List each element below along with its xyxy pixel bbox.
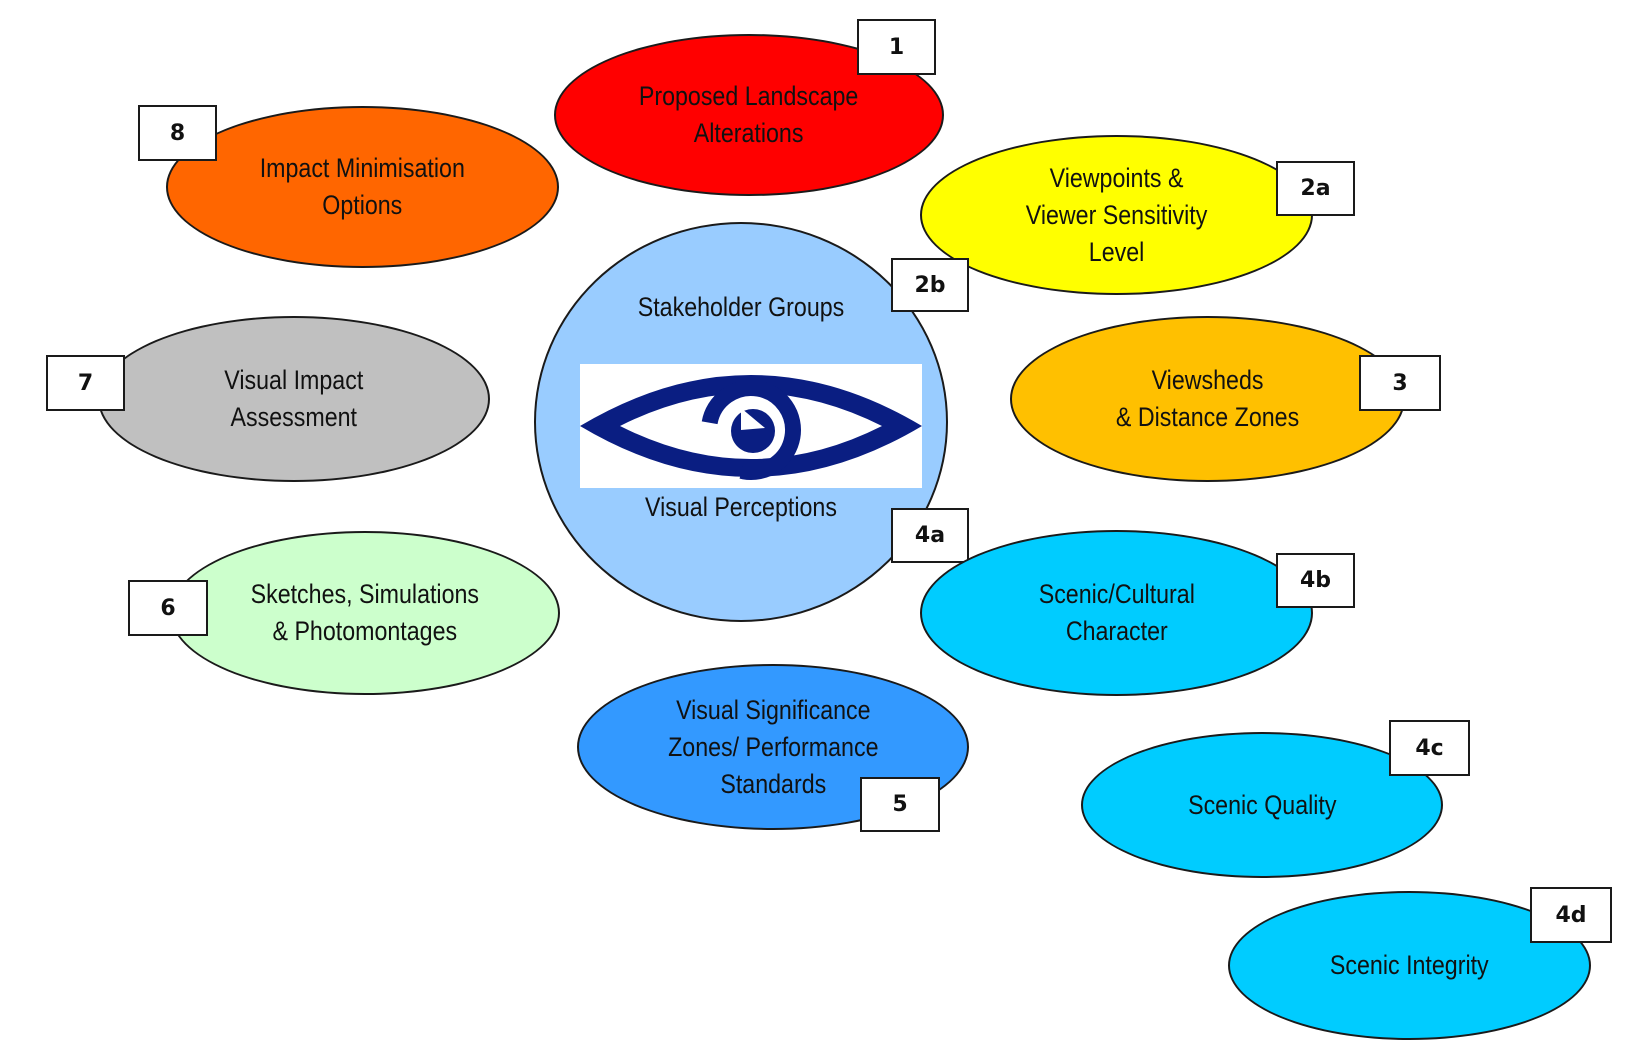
centre-title: Stakeholder Groups (637, 292, 845, 322)
number-box-2b: 2b (891, 258, 969, 312)
node-label: Scenic Quality (1187, 789, 1337, 820)
node-label: Visual Significance Zones/ Performance S… (667, 694, 879, 799)
number-box-4a: 4a (891, 508, 969, 563)
number-box-7: 7 (46, 355, 125, 411)
node-scenic-cultural-character: Scenic/Cultural Character (920, 530, 1313, 696)
number-box-1: 1 (857, 19, 936, 75)
eye-icon-graphic (580, 375, 922, 480)
node-label: Viewsheds & Distance Zones (1115, 365, 1300, 432)
node-impact-minimisation-options: Impact Minimisation Options (166, 106, 559, 268)
node-visual-impact-assessment: Visual Impact Assessment (98, 316, 490, 482)
number-box-4b: 4b (1276, 553, 1355, 608)
node-label: Sketches, Simulations & Photomontages (250, 579, 480, 646)
node-label: Proposed Landscape Alterations (639, 81, 859, 148)
node-scenic-quality: Scenic Quality (1081, 732, 1443, 878)
node-label: Scenic Integrity (1330, 950, 1489, 980)
node-label: Viewpoints & Viewer Sensitivity Level (1025, 162, 1208, 267)
node-proposed-landscape-alterations: Proposed Landscape Alterations (554, 34, 944, 196)
number-box-6: 6 (128, 580, 208, 636)
number-box-2a: 2a (1276, 161, 1355, 216)
centre-subtitle: Visual Perceptions (645, 492, 837, 522)
node-label: Impact Minimisation Options (259, 153, 466, 220)
number-box-4d: 4d (1530, 887, 1612, 943)
node-visual-significance-zones: Visual Significance Zones/ Performance S… (577, 664, 969, 830)
number-box-4c: 4c (1389, 720, 1470, 776)
node-sketches-simulations-photomontages: Sketches, Simulations & Photomontages (170, 531, 560, 695)
node-viewpoints-viewer-sensitivity: Viewpoints & Viewer Sensitivity Level (920, 135, 1313, 295)
number-box-3: 3 (1359, 355, 1441, 411)
node-label: Visual Impact Assessment (224, 365, 364, 432)
number-box-5: 5 (860, 777, 940, 832)
eye-icon (580, 364, 922, 488)
number-box-8: 8 (138, 105, 217, 161)
node-viewsheds-distance-zones: Viewsheds & Distance Zones (1010, 316, 1405, 482)
node-label: Scenic/Cultural Character (1038, 579, 1195, 646)
